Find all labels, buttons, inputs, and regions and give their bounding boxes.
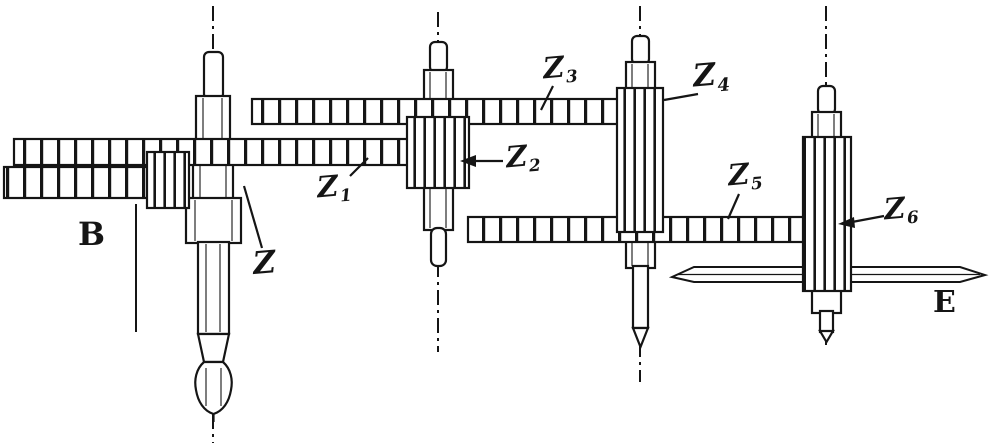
pinion-z2 xyxy=(405,115,471,190)
z5-leader xyxy=(726,193,741,220)
shaft3-lower-shaft xyxy=(631,264,650,330)
z-leader xyxy=(242,185,264,249)
z6-leader xyxy=(851,214,885,224)
shaft3-top-pivot xyxy=(630,34,651,66)
z6-arrowhead xyxy=(838,217,855,228)
z1-leader xyxy=(349,157,369,177)
pinions xyxy=(145,86,853,293)
shaft-detail-lines xyxy=(194,64,835,406)
shaft1-lower-shaft xyxy=(196,240,231,336)
shaft1-hub-block xyxy=(184,196,243,245)
shaft2-top-pivot xyxy=(428,40,449,74)
shaft1-top-pivot xyxy=(202,50,225,101)
shaft4-lower-tip xyxy=(818,329,835,345)
z2-arrowhead xyxy=(460,155,476,167)
z4-leader xyxy=(663,92,699,102)
wheel-z1 xyxy=(12,137,416,167)
shaft2-lower-pivot xyxy=(429,226,448,268)
pinion-z6 xyxy=(801,135,853,293)
z3-leader xyxy=(540,85,554,111)
shaft2-lower-collar xyxy=(422,184,455,232)
shaft4-top-pivot xyxy=(816,84,837,116)
shaft4-lower-collar xyxy=(810,287,843,315)
wheel-b-barrel xyxy=(2,165,152,200)
shaft1-upper-collar xyxy=(194,94,232,144)
shaft1-taper xyxy=(196,332,231,364)
pinion-z4 xyxy=(615,86,665,234)
shaft4-upper-collar xyxy=(810,110,843,142)
shaft4-lower-shaft xyxy=(818,309,835,334)
shaft3-lower-tip xyxy=(631,326,650,350)
shaft1-end-bulb xyxy=(194,360,233,416)
leader-lines xyxy=(135,85,885,332)
shaft1-mid-collar xyxy=(191,160,235,202)
pinion-z xyxy=(145,150,191,210)
